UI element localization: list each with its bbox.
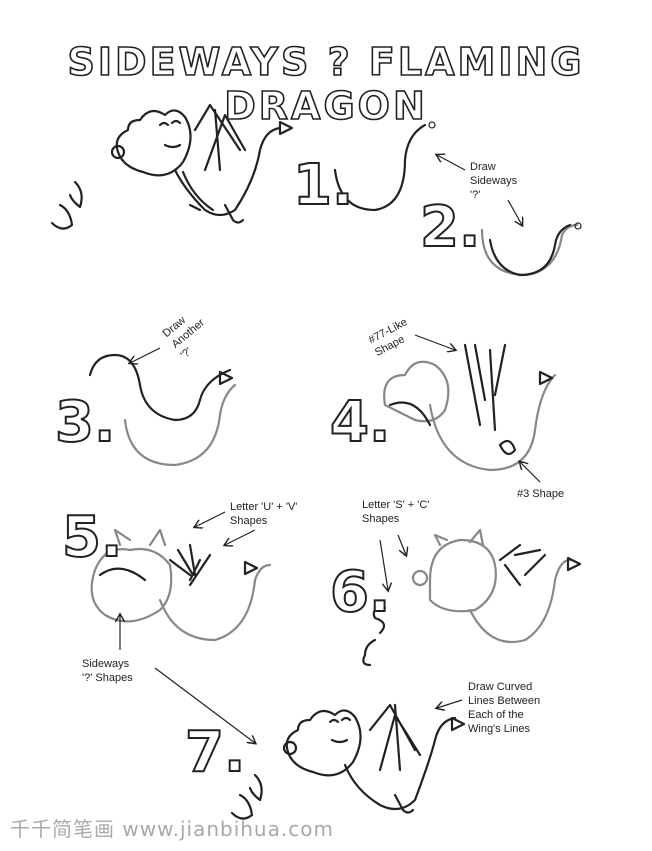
step-number-2: 2. [420,200,480,256]
step-number-4: 4. [330,395,390,451]
step-number-3: 3. [55,395,115,451]
note-curved-lines: Draw Curved Lines Between Each of the Wi… [468,680,540,736]
final-dragon-illustration [232,705,464,819]
note-letter-u-v: Letter 'U' + 'V' Shapes [230,500,297,528]
step-number-6: 6. [330,565,390,621]
note-letter-s-c: Letter 'S' + 'C' Shapes [362,498,429,526]
step-number-5: 5. [62,510,122,566]
step-number-7: 7. [185,725,245,781]
step-number-1: 1. [293,158,353,214]
top-dragon-illustration [52,105,292,229]
watermark-text: 千千简笔画 www.jianbihua.com [10,813,334,842]
note-sideways-shapes: Sideways '?' Shapes [82,657,133,685]
note-draw-sideways: Draw Sideways '?' [470,160,517,202]
note-3-shape: #3 Shape [517,487,564,501]
